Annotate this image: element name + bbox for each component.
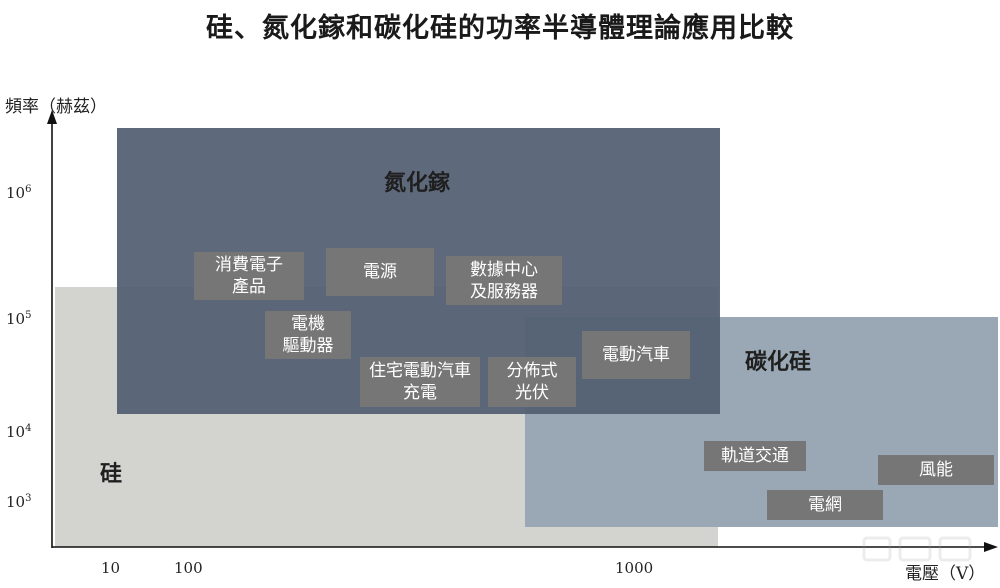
y-tick-1e3: 103 bbox=[6, 493, 31, 511]
app-line: 住宅電動汽車 bbox=[369, 361, 471, 381]
x-axis-label: 電壓（V） bbox=[905, 564, 986, 584]
app-line: 分佈式 bbox=[506, 361, 558, 381]
y-tick-base: 10 bbox=[6, 310, 26, 328]
y-tick-exponent: 3 bbox=[25, 493, 32, 504]
y-tick-1e5: 105 bbox=[6, 310, 31, 328]
app-power-supply: 電源 bbox=[326, 248, 434, 296]
app-line: 電動汽車 bbox=[602, 345, 670, 365]
app-consumer-electronics: 消費電子 產品 bbox=[194, 252, 304, 300]
y-tick-1e4: 104 bbox=[6, 423, 31, 441]
app-data-center: 數據中心 及服務器 bbox=[446, 256, 562, 305]
app-line: 及服務器 bbox=[470, 281, 538, 302]
app-motor-drive: 電機 驅動器 bbox=[265, 311, 351, 359]
app-line: 電網 bbox=[808, 495, 842, 515]
y-tick-exponent: 5 bbox=[25, 310, 32, 321]
y-tick-exponent: 6 bbox=[25, 184, 32, 195]
app-line: 光伏 bbox=[515, 383, 549, 403]
chart-title: 硅、氮化鎵和碳化硅的功率半導體理論應用比較 bbox=[206, 13, 794, 44]
app-rail-transit: 軌道交通 bbox=[704, 441, 806, 471]
y-tick-exponent: 4 bbox=[25, 423, 32, 434]
app-line: 消費電子 bbox=[215, 255, 283, 275]
app-line: 數據中心 bbox=[470, 259, 538, 280]
app-line: 電機 bbox=[291, 314, 325, 334]
x-tick-100: 100 bbox=[174, 559, 203, 577]
app-line: 驅動器 bbox=[282, 336, 334, 356]
y-axis-arrow bbox=[47, 110, 57, 124]
app-electric-vehicle: 電動汽車 bbox=[582, 331, 690, 379]
region-label-silicon: 硅 bbox=[100, 462, 123, 487]
x-tick-10: 10 bbox=[101, 559, 121, 577]
app-line: 電源 bbox=[363, 262, 397, 282]
watermark-logo bbox=[862, 536, 972, 562]
app-line: 風能 bbox=[919, 460, 953, 480]
region-label-gallium-nitride: 氮化鎵 bbox=[384, 171, 451, 196]
app-residential-ev-charging: 住宅電動汽車 充電 bbox=[360, 357, 480, 407]
app-wind-energy: 風能 bbox=[878, 455, 994, 485]
y-tick-base: 10 bbox=[6, 423, 26, 441]
app-power-grid: 電網 bbox=[767, 490, 883, 520]
x-axis-arrow bbox=[984, 542, 998, 552]
x-tick-1000: 1000 bbox=[615, 559, 654, 577]
y-tick-1e6: 106 bbox=[6, 184, 31, 202]
app-distributed-pv: 分佈式 光伏 bbox=[488, 357, 576, 407]
y-tick-base: 10 bbox=[6, 184, 26, 202]
region-label-silicon-carbide: 碳化硅 bbox=[745, 350, 812, 375]
y-tick-base: 10 bbox=[6, 493, 26, 511]
app-line: 產品 bbox=[232, 277, 266, 297]
app-line: 軌道交通 bbox=[721, 446, 789, 466]
y-axis-label: 頻率（赫茲） bbox=[5, 97, 107, 117]
app-line: 充電 bbox=[403, 383, 437, 403]
